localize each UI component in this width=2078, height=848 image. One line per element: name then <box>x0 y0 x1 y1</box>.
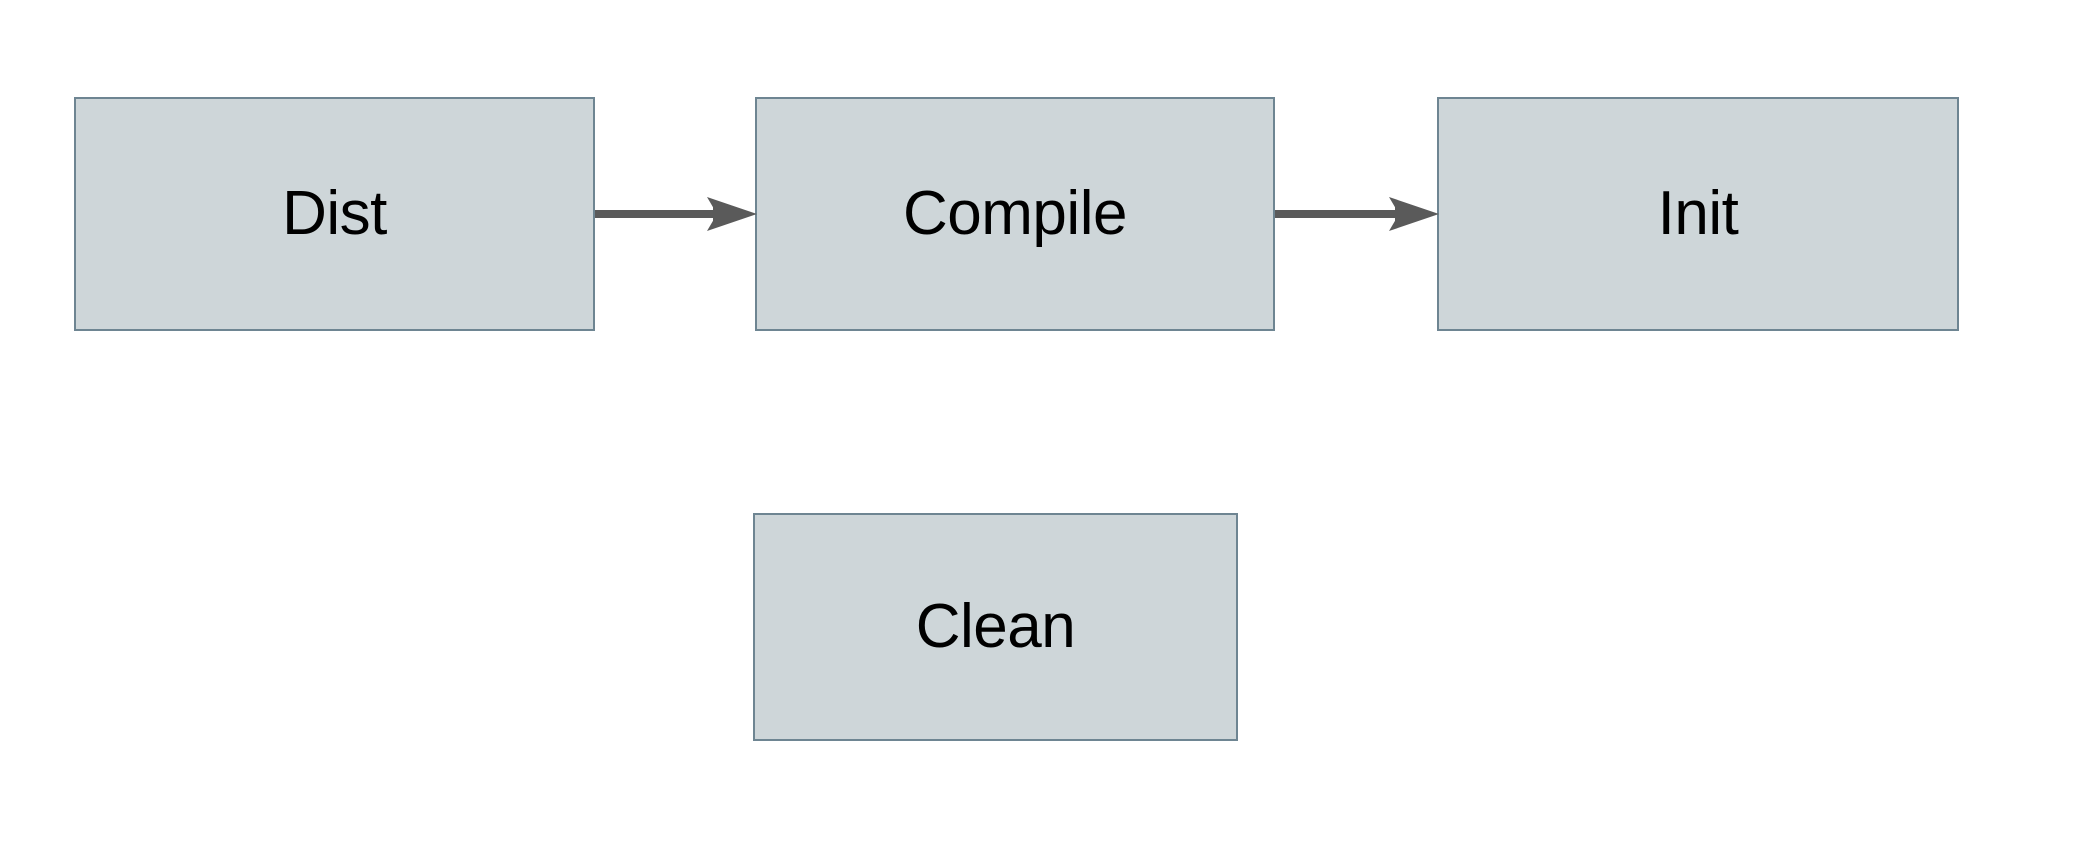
node-label-compile: Compile <box>903 179 1127 248</box>
arrow-right-icon <box>595 197 757 231</box>
node-label-init: Init <box>1657 179 1739 248</box>
node-label-clean: Clean <box>915 592 1076 661</box>
node-compile[interactable]: Compile <box>755 97 1275 331</box>
node-clean[interactable]: Clean <box>753 513 1238 741</box>
edge-dist-to-compile[interactable] <box>595 193 757 235</box>
edge-compile-to-init[interactable] <box>1275 193 1439 235</box>
node-init[interactable]: Init <box>1437 97 1959 331</box>
node-dist[interactable]: Dist <box>74 97 595 331</box>
arrow-right-icon <box>1275 197 1439 231</box>
node-label-dist: Dist <box>282 179 387 248</box>
